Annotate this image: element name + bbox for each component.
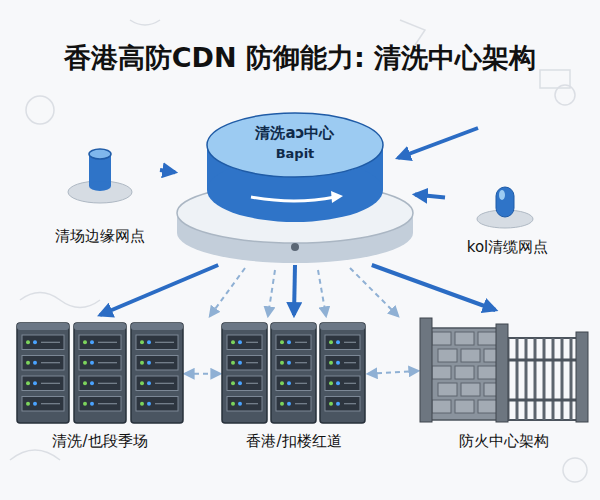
traffic-arrow (372, 265, 496, 310)
scrubbing-center: 清洗aɔ中心 Bapit (175, 105, 415, 265)
edge-node: 清场边缘网点 (40, 140, 160, 255)
node-label: 香港/扣楼红道 (220, 433, 368, 450)
node-label: 清洗/也段季场 (15, 433, 185, 450)
traffic-arrow (294, 265, 295, 315)
node-label: 清场边缘网点 (40, 228, 160, 245)
firewall-fence: 防火中心架构 (418, 310, 590, 455)
sync-arrow (368, 371, 418, 374)
server-rack-group: 清洗/也段季场 (15, 315, 185, 455)
sync-arrow (185, 373, 220, 375)
server-rack-group: 香港/扣楼红道 (220, 315, 368, 455)
node-label: 清洗aɔ中心 (175, 125, 415, 142)
node-label: kol清缆网点 (445, 239, 570, 256)
node-label: Bapit (175, 147, 415, 162)
node-label: 防火中心架构 (418, 433, 590, 450)
traffic-arrow (415, 195, 445, 198)
diagram-title: 香港高防CDN 防御能力: 清洗中心架构 (0, 40, 600, 76)
traffic-arrow (160, 170, 175, 172)
traffic-arrow (100, 265, 218, 315)
edge-node: kol清缆网点 (445, 175, 570, 265)
